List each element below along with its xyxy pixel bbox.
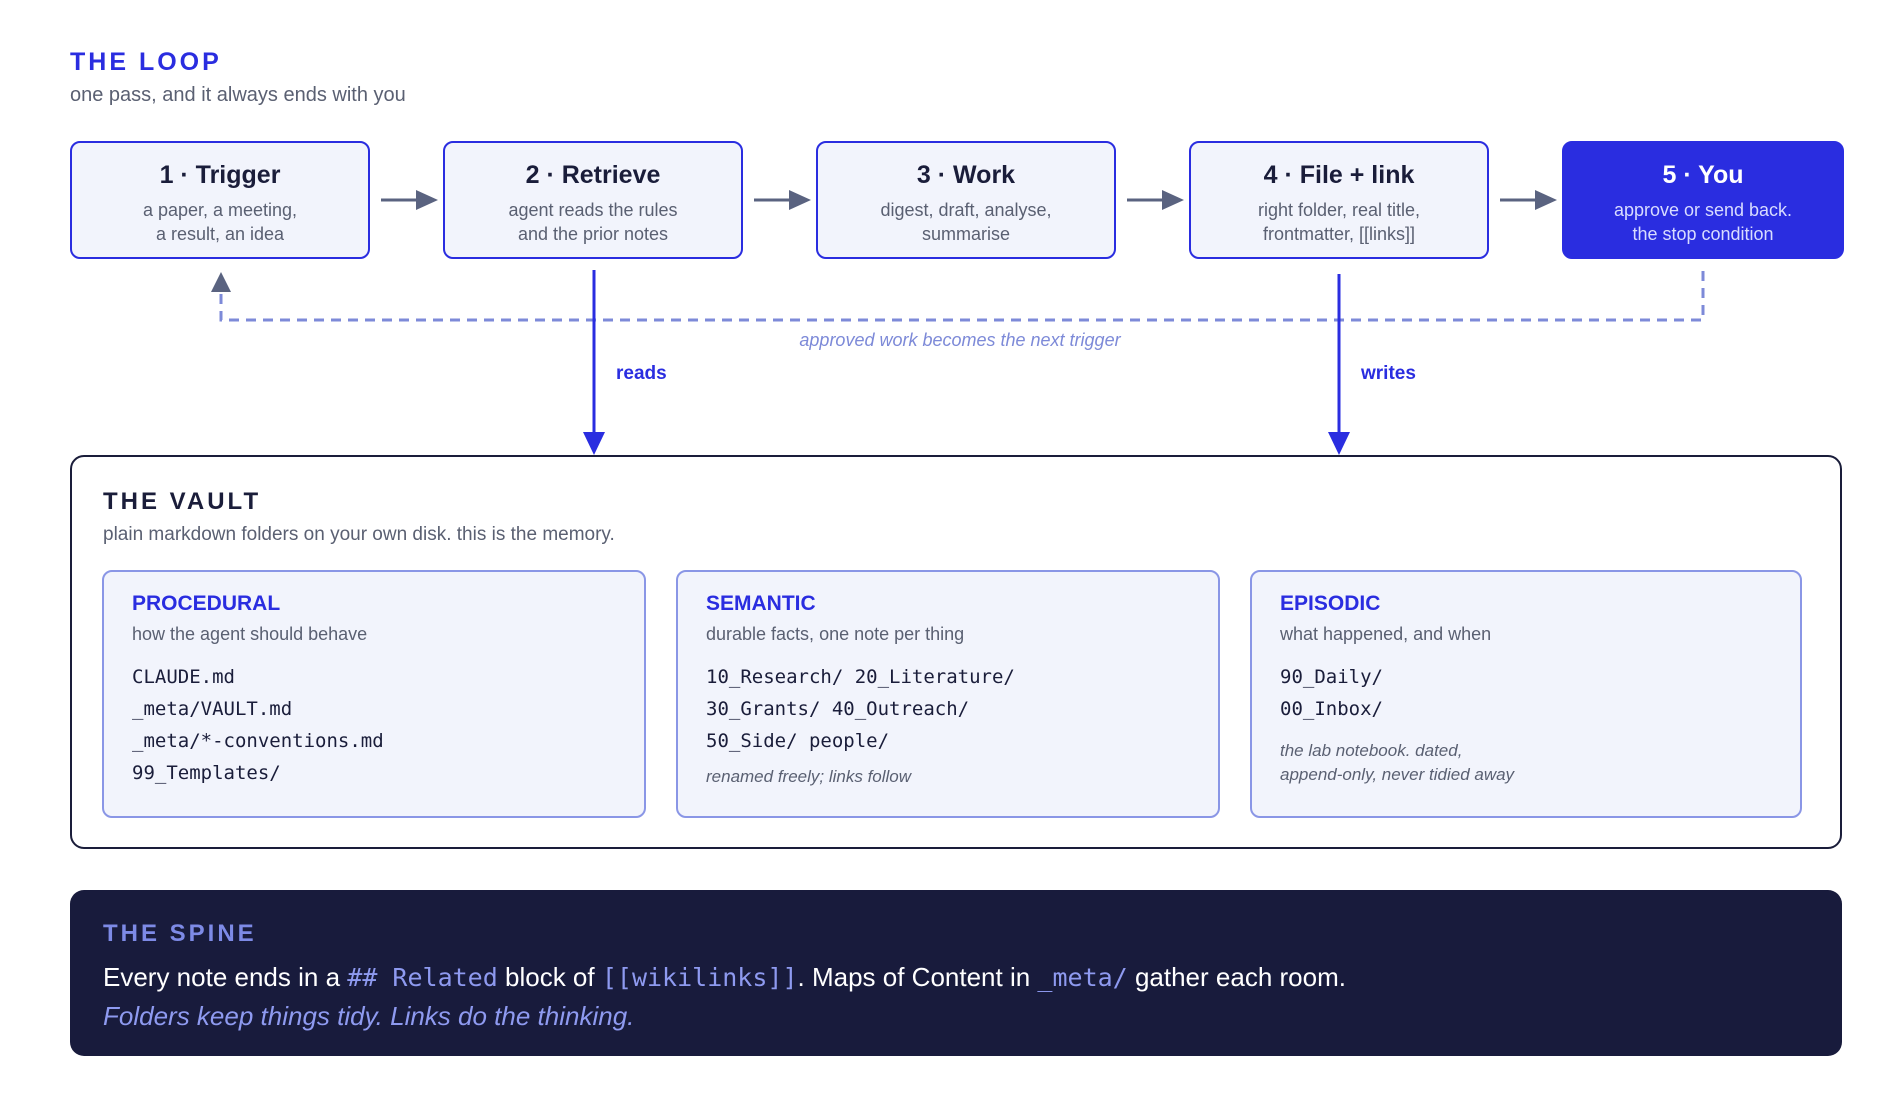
procedural-item: 99_Templates/ (132, 762, 281, 784)
procedural-card: PROCEDURAL how the agent should behave C… (102, 570, 646, 818)
step-you-title: 5 · You (1662, 161, 1744, 189)
arrow-file-to-you (1500, 190, 1557, 210)
episodic-note-line-2: append-only, never tidied away (1280, 765, 1515, 784)
reads-arrow (583, 270, 605, 455)
arrow-retrieve-to-work (754, 190, 811, 210)
step-file-link-desc-1: right folder, real title, (1257, 200, 1421, 220)
semantic-item: 30_Grants/ 40_Outreach/ (706, 698, 970, 720)
step-work-title: 3 · Work (916, 161, 1016, 189)
step-file-link-desc-2: frontmatter, [[links]] (1262, 224, 1416, 244)
loop-title: THE LOOP (70, 48, 222, 76)
procedural-item: CLAUDE.md (132, 666, 235, 688)
arrow-work-to-file (1127, 190, 1184, 210)
step-trigger-desc-1: a paper, a meeting, (142, 200, 298, 220)
vault-subtitle: plain markdown folders on your own disk.… (103, 524, 615, 545)
episodic-list: 90_Daily/ 00_Inbox/ (1280, 661, 1800, 725)
step-file-link-title: 4 · File + link (1263, 161, 1415, 189)
spine-text-3: . Maps of Content in (797, 962, 1038, 992)
semantic-card: SEMANTIC durable facts, one note per thi… (676, 570, 1220, 818)
spine-panel: THE SPINE Every note ends in a ## Relate… (70, 890, 1842, 1056)
step-retrieve-desc-1: agent reads the rules (508, 200, 678, 220)
step-retrieve-desc-2: and the prior notes (517, 224, 669, 244)
step-you-desc-1: approve or send back. (1613, 200, 1793, 220)
spine-statement: Every note ends in a ## Related block of… (103, 962, 1842, 993)
vault-title: THE VAULT (103, 488, 262, 515)
episodic-item: 90_Daily/ (1280, 666, 1383, 688)
spine-tagline: Folders keep things tidy. Links do the t… (103, 1001, 635, 1031)
semantic-subtitle: durable facts, one note per thing (706, 624, 965, 644)
writes-label: writes (1361, 363, 1416, 384)
spine-text-4: gather each room. (1127, 962, 1346, 992)
feedback-loop-arrow (211, 271, 1705, 322)
procedural-title: PROCEDURAL (132, 592, 281, 615)
spine-title: THE SPINE (103, 920, 257, 947)
writes-arrow (1328, 274, 1350, 455)
procedural-subtitle: how the agent should behave (132, 624, 368, 644)
episodic-subtitle: what happened, and when (1280, 624, 1492, 644)
arrow-trigger-to-retrieve (381, 190, 438, 210)
loop-subtitle: one pass, and it always ends with you (70, 84, 406, 106)
step-you: 5 · You approve or send back. the stop c… (1562, 141, 1844, 259)
related-code: ## Related (347, 963, 498, 992)
step-retrieve-title: 2 · Retrieve (525, 161, 661, 189)
spine-text-1: Every note ends in a (103, 962, 348, 992)
semantic-item: 50_Side/ people/ (706, 730, 890, 752)
procedural-list: CLAUDE.md _meta/VAULT.md _meta/*-convent… (132, 661, 644, 789)
procedural-item: _meta/*-conventions.md (132, 730, 384, 752)
step-work-desc-2: summarise (921, 224, 1010, 244)
episodic-note: the lab notebook. dated, append-only, ne… (1280, 739, 1800, 787)
episodic-card: EPISODIC what happened, and when 90_Dail… (1250, 570, 1802, 818)
spine-text-2: block of (497, 962, 602, 992)
episodic-item: 00_Inbox/ (1280, 698, 1383, 720)
step-trigger: 1 · Trigger a paper, a meeting, a result… (70, 141, 370, 259)
semantic-item: 10_Research/ 20_Literature/ (706, 666, 1015, 688)
episodic-note-line-1: the lab notebook. dated, (1280, 741, 1463, 760)
reads-label: reads (616, 363, 667, 384)
semantic-note: renamed freely; links follow (706, 767, 912, 786)
step-work-desc-1: digest, draft, analyse, (880, 200, 1052, 220)
procedural-item: _meta/VAULT.md (132, 698, 293, 720)
wikilinks-code: [[wikilinks]] (601, 963, 798, 992)
feedback-label: approved work becomes the next trigger (799, 330, 1121, 350)
step-file-link: 4 · File + link right folder, real title… (1189, 141, 1489, 259)
step-retrieve: 2 · Retrieve agent reads the rules and t… (443, 141, 743, 259)
step-trigger-title: 1 · Trigger (159, 161, 281, 189)
step-trigger-desc-2: a result, an idea (155, 224, 285, 244)
semantic-list: 10_Research/ 20_Literature/ 30_Grants/ 4… (706, 661, 1218, 757)
episodic-title: EPISODIC (1280, 592, 1381, 615)
step-you-desc-2: the stop condition (1632, 224, 1774, 244)
meta-code: _meta/ (1037, 963, 1128, 992)
semantic-title: SEMANTIC (706, 592, 816, 615)
step-work: 3 · Work digest, draft, analyse, summari… (816, 141, 1116, 259)
